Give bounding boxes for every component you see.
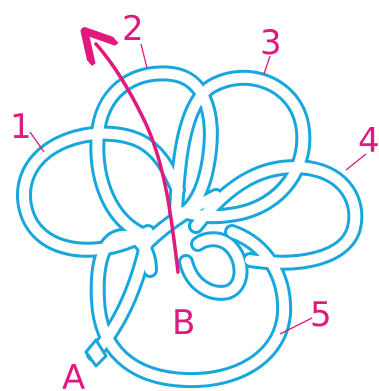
label-loop-2: 2 <box>122 9 144 49</box>
label-loop-1: 1 <box>10 107 32 147</box>
label-end-a: A <box>62 358 85 391</box>
label-loop-4: 4 <box>358 121 379 161</box>
label-loop-3: 3 <box>260 23 282 63</box>
label-loop-5: 5 <box>310 295 332 335</box>
label-end-b: B <box>172 303 195 343</box>
